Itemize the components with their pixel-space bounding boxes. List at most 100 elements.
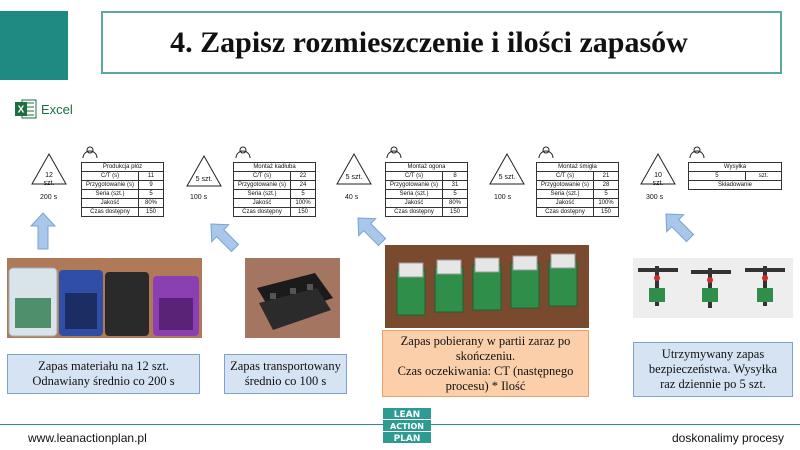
- inventory-time: 100 s: [494, 194, 512, 201]
- logo-icon: LEAN ACTION PLAN: [383, 408, 431, 444]
- up-left-arrow-icon: [210, 223, 240, 253]
- param-label: Seria (szt.): [81, 189, 139, 199]
- process-name: Produkcja płóz: [81, 162, 164, 172]
- finished-drones-image: [633, 258, 793, 318]
- param-label: C/T (s): [81, 171, 139, 181]
- process-table: Produkcja płóz C/T (s)11 Przygotowanie (…: [81, 162, 164, 217]
- up-arrow-icon: [30, 212, 56, 250]
- param-label: Jakość: [81, 198, 139, 208]
- param-value: 8: [442, 171, 468, 181]
- page-title: 4. Zapisz rozmieszczenie i ilości zapasó…: [170, 25, 688, 59]
- shipping-unit: szt.: [744, 171, 783, 181]
- inventory-triangle-icon: [186, 155, 222, 187]
- inventory-qty: 5 szt.: [195, 176, 213, 183]
- note-line: Zapas materiału na 12 szt.: [38, 359, 169, 373]
- param-label: C/T (s): [233, 171, 291, 181]
- note-line: skończeniu.: [455, 348, 516, 363]
- param-value: 100%: [290, 198, 316, 208]
- note-line: Odnawiany średnio co 200 s: [32, 374, 175, 388]
- note-line: Czas oczekiwania: CT (następnego: [397, 363, 574, 378]
- param-value: 150: [593, 207, 619, 217]
- footer-slogan: doskonalimy procesy: [672, 431, 785, 445]
- lean-action-plan-logo: LEAN ACTION PLAN: [383, 408, 431, 449]
- param-value: 21: [593, 171, 619, 181]
- inventory-time: 40 s: [345, 194, 359, 201]
- svg-text:X: X: [18, 105, 25, 116]
- param-value: 150: [290, 207, 316, 217]
- shipping-name: Wysyłka: [688, 162, 782, 172]
- param-value: 100%: [593, 198, 619, 208]
- note-line: raz dziennie po 5 szt.: [660, 377, 766, 391]
- photo-transport-parts: [245, 258, 340, 338]
- batch-parts-image: [385, 245, 589, 328]
- param-label: C/T (s): [536, 171, 594, 181]
- excel-icon: X: [15, 99, 37, 119]
- photo-material-bins: [7, 258, 202, 338]
- param-label: C/T (s): [385, 171, 443, 181]
- logo-text-2: ACTION: [390, 422, 424, 431]
- param-label: Jakość: [233, 198, 291, 208]
- footer-website-link[interactable]: www.leanactionplan.pl: [28, 431, 147, 445]
- note-line: Zapas pobierany w partii zaraz po: [400, 333, 571, 348]
- note-line: procesu) * Ilość: [445, 378, 526, 393]
- param-value: 80%: [442, 198, 468, 208]
- photo-batch-parts: [385, 245, 589, 328]
- param-label: Seria (szt.): [536, 189, 594, 199]
- note-line: bezpieczeństwa. Wysyłka: [648, 362, 778, 376]
- inventory-qty: 5 szt.: [498, 174, 516, 181]
- transport-parts-image: [245, 258, 340, 338]
- operator-icon: [82, 146, 98, 159]
- note-line: Utrzymywany zapas: [661, 347, 765, 361]
- material-bins-image: [7, 258, 202, 338]
- param-value: 5: [290, 189, 316, 199]
- param-label: Czas dostępny: [536, 207, 594, 217]
- param-label: Czas dostępny: [81, 207, 139, 217]
- excel-badge[interactable]: X Excel: [15, 97, 73, 121]
- param-value: 24: [290, 180, 316, 190]
- operator-icon: [689, 146, 705, 159]
- process-table: Montaż śmigła C/T (s)21 Przygotowanie (s…: [536, 162, 619, 217]
- process-table: Montaż ogona C/T (s)8 Przygotowanie (s)3…: [385, 162, 468, 217]
- process-name: Montaż ogona: [385, 162, 468, 172]
- up-left-arrow-icon: [357, 217, 387, 247]
- param-label: Jakość: [385, 198, 443, 208]
- param-label: Czas dostępny: [233, 207, 291, 217]
- param-label: Jakość: [536, 198, 594, 208]
- note-material: Zapas materiału na 12 szt. Odnawiany śre…: [7, 354, 200, 394]
- param-value: 150: [442, 207, 468, 217]
- note-batch: Zapas pobierany w partii zaraz po skończ…: [382, 330, 589, 397]
- note-transport: Zapas transportowany średnio co 100 s: [224, 354, 347, 394]
- param-value: 5: [593, 189, 619, 199]
- photo-finished-drones: [633, 258, 793, 318]
- note-line: Zapas transportowany: [230, 359, 341, 373]
- param-label: Seria (szt.): [233, 189, 291, 199]
- param-value: 11: [138, 171, 164, 181]
- operator-icon: [538, 146, 554, 159]
- logo-text-1: LEAN: [394, 410, 420, 420]
- inventory-time: 200 s: [40, 194, 58, 201]
- inventory-qty: 5 szt.: [345, 174, 363, 181]
- shipping-sub: Składowanie: [688, 180, 782, 190]
- inventory-time: 300 s: [646, 194, 664, 201]
- title-box: 4. Zapisz rozmieszczenie i ilości zapasó…: [101, 11, 782, 74]
- note-safety-stock: Utrzymywany zapas bezpieczeństwa. Wysyłk…: [633, 342, 793, 397]
- param-value: 5: [138, 189, 164, 199]
- inventory-triangle-icon: [640, 153, 676, 185]
- operator-icon: [386, 146, 402, 159]
- decorative-teal-block: [0, 11, 68, 80]
- logo-text-3: PLAN: [394, 434, 421, 444]
- param-value: 28: [593, 180, 619, 190]
- param-label: Przygotowanie (s): [536, 180, 594, 190]
- param-label: Przygotowanie (s): [81, 180, 139, 190]
- up-left-arrow-icon: [665, 213, 695, 243]
- param-value: 9: [138, 180, 164, 190]
- param-value: 150: [138, 207, 164, 217]
- param-label: Przygotowanie (s): [385, 180, 443, 190]
- process-name: Montaż śmigła: [536, 162, 619, 172]
- process-table: Montaż kadłuba C/T (s)22 Przygotowanie (…: [233, 162, 316, 217]
- param-label: Przygotowanie (s): [233, 180, 291, 190]
- param-value: 5: [442, 189, 468, 199]
- operator-icon: [235, 146, 251, 159]
- param-value: 80%: [138, 198, 164, 208]
- param-label: Seria (szt.): [385, 189, 443, 199]
